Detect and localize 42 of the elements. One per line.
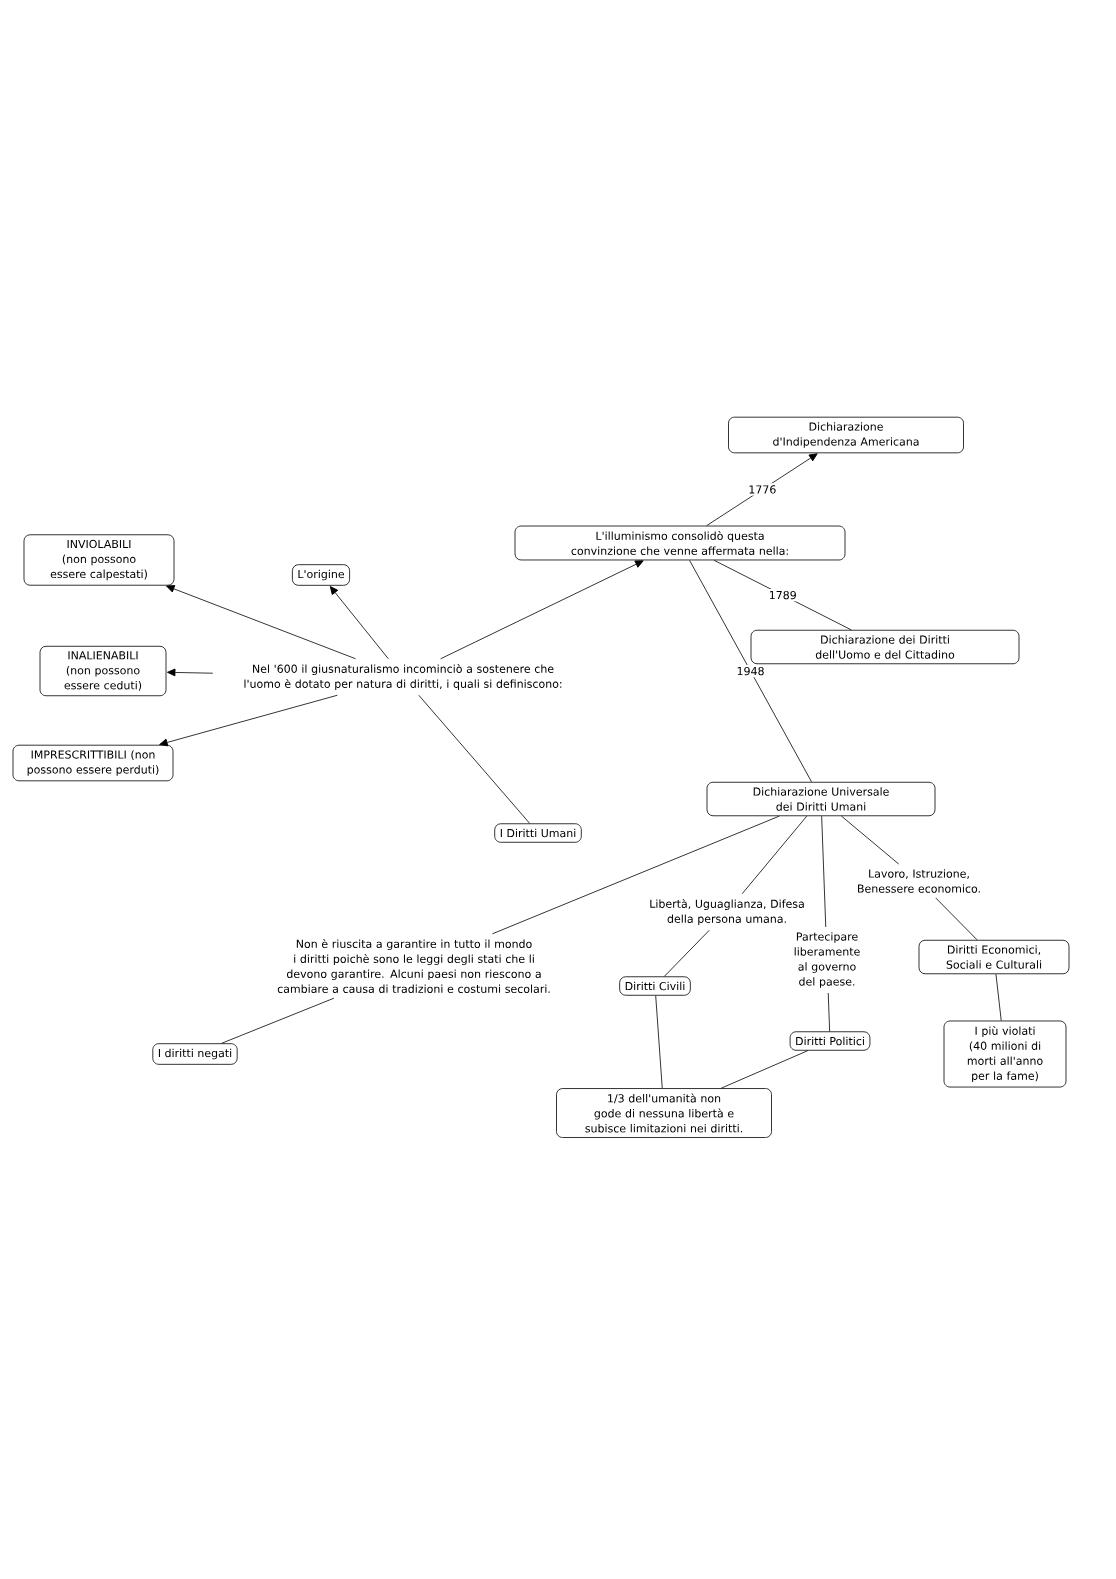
arrow [167, 668, 214, 677]
concept-box: Dichiarazione dei Diritti dell'Uomo e del Cittadino [750, 629, 1020, 665]
connector-line [491, 815, 780, 935]
concept-box: Diritti Economici, Sociali e Culturali [918, 939, 1070, 975]
concept-box: Dichiarazione Universale dei Diritti Umani [706, 781, 936, 817]
connector-line [221, 997, 335, 1044]
connector-line [655, 995, 663, 1089]
connector-line [741, 815, 808, 895]
linking-phrase: Non è riuscita a garantire in tutto il mondo i diritti poichè sono le leggi degli stati che li devono garantire. Alcuni paesi non riescono a cambiare a causa di tradizioni e costumi secolari. [277, 939, 550, 993]
concept-box: INALIENABILI (non possono essere ceduti) [39, 645, 167, 697]
concept-box: INVIOLABILI (non possono essere calpestati) [23, 534, 175, 586]
concept-box: I diritti negati [152, 1043, 238, 1065]
arrow [440, 560, 644, 660]
connector-line [841, 815, 900, 865]
linking-phrase: Partecipare liberamente al governo del paese. [794, 932, 860, 988]
arrow [166, 585, 356, 660]
connector-line [664, 929, 710, 977]
concept-box: Diritti Civili [619, 976, 691, 996]
connector-line [827, 992, 831, 1032]
edge-label: 1789 [766, 588, 799, 602]
concept-box: I più violati (40 milioni di morti all'anno per la fame) [943, 1020, 1067, 1088]
connector-line [821, 815, 827, 928]
linking-phrase: Libertà, Uguaglianza, Difesa della persona umana. [650, 898, 804, 926]
concept-box: Diritti Politici [789, 1031, 871, 1051]
concept-box: I Diritti Umani [494, 823, 582, 843]
concept-box: Dichiarazione d'Indipendenza Americana [728, 416, 964, 454]
arrow [329, 586, 389, 660]
concept-box: 1/3 dell'umanità non gode di nessuna libertà e subisce limitazioni nei diritti. [556, 1088, 772, 1138]
concept-box: L'illuminismo consolidò questa convinzione che venne affermata nella: [514, 525, 846, 561]
arrow [159, 694, 338, 747]
concept-box: IMPRESCRITTIBILI (non possono essere perduti) [12, 744, 174, 782]
edge-label: 1948 [734, 664, 767, 678]
connector-line [995, 973, 1002, 1021]
edge-label: 1776 [746, 483, 779, 496]
connector-line [418, 694, 531, 824]
linking-phrase: Lavoro, Istruzione, Benessere economico. [858, 869, 980, 893]
connector-line [935, 897, 978, 941]
arrow [706, 453, 818, 527]
linking-phrase: Nel '600 il giusnaturalismo incominciò a sostenere che l'uomo è dotato per natura di diritti, i quali si definiscono: [244, 663, 562, 691]
connector-line [689, 560, 812, 783]
concept-box: L'origine [292, 564, 350, 586]
connector-line [720, 1050, 809, 1089]
